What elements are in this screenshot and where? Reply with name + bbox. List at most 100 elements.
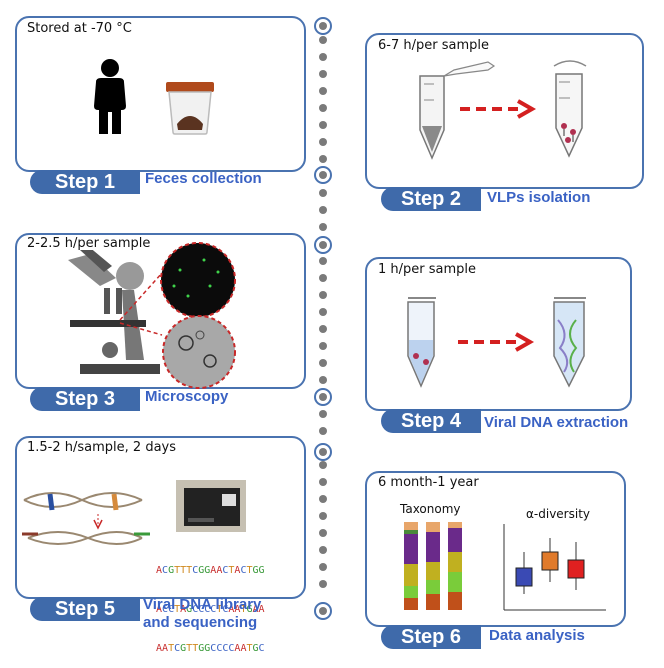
nucleotide: G xyxy=(204,565,211,576)
timeline-dot xyxy=(319,512,327,520)
step2-time: 6-7 h/per sample xyxy=(378,38,489,53)
timeline-dot xyxy=(319,529,327,537)
timeline-dot xyxy=(319,104,327,112)
nucleotide: C xyxy=(174,643,181,654)
timeline-dot xyxy=(319,206,327,214)
timeline-dot xyxy=(319,342,327,350)
step1-description: Feces collection xyxy=(145,170,262,187)
timeline-dot xyxy=(319,580,327,588)
nucleotide: T xyxy=(216,604,223,615)
nucleotide: A xyxy=(162,643,169,654)
timeline-dot xyxy=(319,376,327,384)
nucleotide: T xyxy=(180,565,187,576)
extraction-arrow-icon xyxy=(458,332,535,352)
timeline-dot xyxy=(319,121,327,129)
nucleotide: C xyxy=(192,604,199,615)
nucleotide: T xyxy=(192,643,199,654)
timeline-dot xyxy=(319,70,327,78)
sequence-line: AATCGTTGGCCCCAATGC xyxy=(156,642,265,655)
nucleotide: A xyxy=(156,643,163,654)
nucleotide: A xyxy=(252,604,259,615)
nucleotide: C xyxy=(222,604,229,615)
step5-panel xyxy=(15,436,306,599)
nucleotide: G xyxy=(198,565,205,576)
nucleotide: C xyxy=(204,604,211,615)
nucleotide: G xyxy=(246,604,253,615)
step3-label: Step 3 xyxy=(30,387,140,411)
microscope-icon xyxy=(68,250,160,374)
step4-label: Step 4 xyxy=(381,409,481,433)
sequence-line: ACGTTTCGGAACTACTGG xyxy=(156,564,265,577)
nucleotide: C xyxy=(240,565,247,576)
timeline-dot xyxy=(319,257,327,265)
step1-time: Stored at -70 °C xyxy=(27,21,132,36)
step6-label: Step 6 xyxy=(381,625,481,649)
nucleotide: C xyxy=(228,643,235,654)
timeline-dot xyxy=(319,308,327,316)
isolation-arrow-icon xyxy=(460,99,537,119)
dna-library-icon xyxy=(22,492,150,545)
timeline-node xyxy=(314,602,332,620)
timeline-dot xyxy=(319,495,327,503)
timeline-dot xyxy=(319,291,327,299)
nucleotide: C xyxy=(258,643,265,654)
step6-time: 6 month-1 year xyxy=(378,475,479,490)
nucleotide: A xyxy=(234,643,241,654)
timeline-node xyxy=(314,166,332,184)
nucleotide: T xyxy=(240,604,247,615)
timeline-dot xyxy=(319,87,327,95)
tube-with-dna-icon xyxy=(553,297,586,388)
timeline-dot xyxy=(319,155,327,163)
nucleotide: A xyxy=(156,604,163,615)
nucleotide: T xyxy=(228,565,235,576)
nucleotide: T xyxy=(186,565,193,576)
timeline-node xyxy=(314,236,332,254)
timeline-dot xyxy=(319,563,327,571)
taxonomy-stacked-bars xyxy=(404,522,462,610)
nucleotide: C xyxy=(192,565,199,576)
nucleotide: T xyxy=(174,565,181,576)
timeline-node xyxy=(314,443,332,461)
electron-micrograph-icon xyxy=(162,315,236,389)
nucleotide: C xyxy=(216,643,223,654)
timeline-dot xyxy=(319,478,327,486)
sequence-line: ACCTAGCCCCTCAATGAA xyxy=(156,603,265,616)
timeline-dot xyxy=(319,546,327,554)
nucleotide: C xyxy=(168,604,175,615)
step2-label: Step 2 xyxy=(381,187,481,211)
nucleotide: T xyxy=(246,643,253,654)
nucleotide: A xyxy=(234,565,241,576)
timeline-dot xyxy=(319,189,327,197)
timeline-node xyxy=(314,388,332,406)
sequencer-icon xyxy=(176,480,246,532)
timeline-dot xyxy=(319,53,327,61)
nucleotide: G xyxy=(204,643,211,654)
timeline-node xyxy=(314,17,332,35)
nucleotide: C xyxy=(198,604,205,615)
sample-container-icon xyxy=(166,82,214,135)
fluorescence-image-icon xyxy=(160,242,236,318)
nucleotide: G xyxy=(252,565,259,576)
child-silhouette-icon xyxy=(94,59,126,134)
step5-description-line1: Viral DNA library xyxy=(143,596,262,613)
nucleotide: G xyxy=(168,565,175,576)
step3-description: Microscopy xyxy=(145,388,229,405)
timeline-dot xyxy=(319,138,327,146)
step5-time: 1.5-2 h/sample, 2 days xyxy=(27,440,177,455)
timeline-dot xyxy=(319,359,327,367)
timeline-dot xyxy=(319,427,327,435)
timeline-dot xyxy=(319,410,327,418)
nucleotide: A xyxy=(210,565,217,576)
nucleotide: A xyxy=(216,565,223,576)
nucleotide: T xyxy=(174,604,181,615)
nucleotide: C xyxy=(210,604,217,615)
step3-panel xyxy=(15,233,306,389)
nucleotide: C xyxy=(210,643,217,654)
nucleotide: A xyxy=(156,565,163,576)
step4-description: Viral DNA extraction xyxy=(484,414,629,431)
step1-label: Step 1 xyxy=(30,170,140,194)
nucleotide: T xyxy=(246,565,253,576)
diversity-label: α-diversity xyxy=(526,507,591,521)
tube-with-pellet-icon xyxy=(419,61,496,160)
tube-with-vlps-icon xyxy=(407,297,436,388)
